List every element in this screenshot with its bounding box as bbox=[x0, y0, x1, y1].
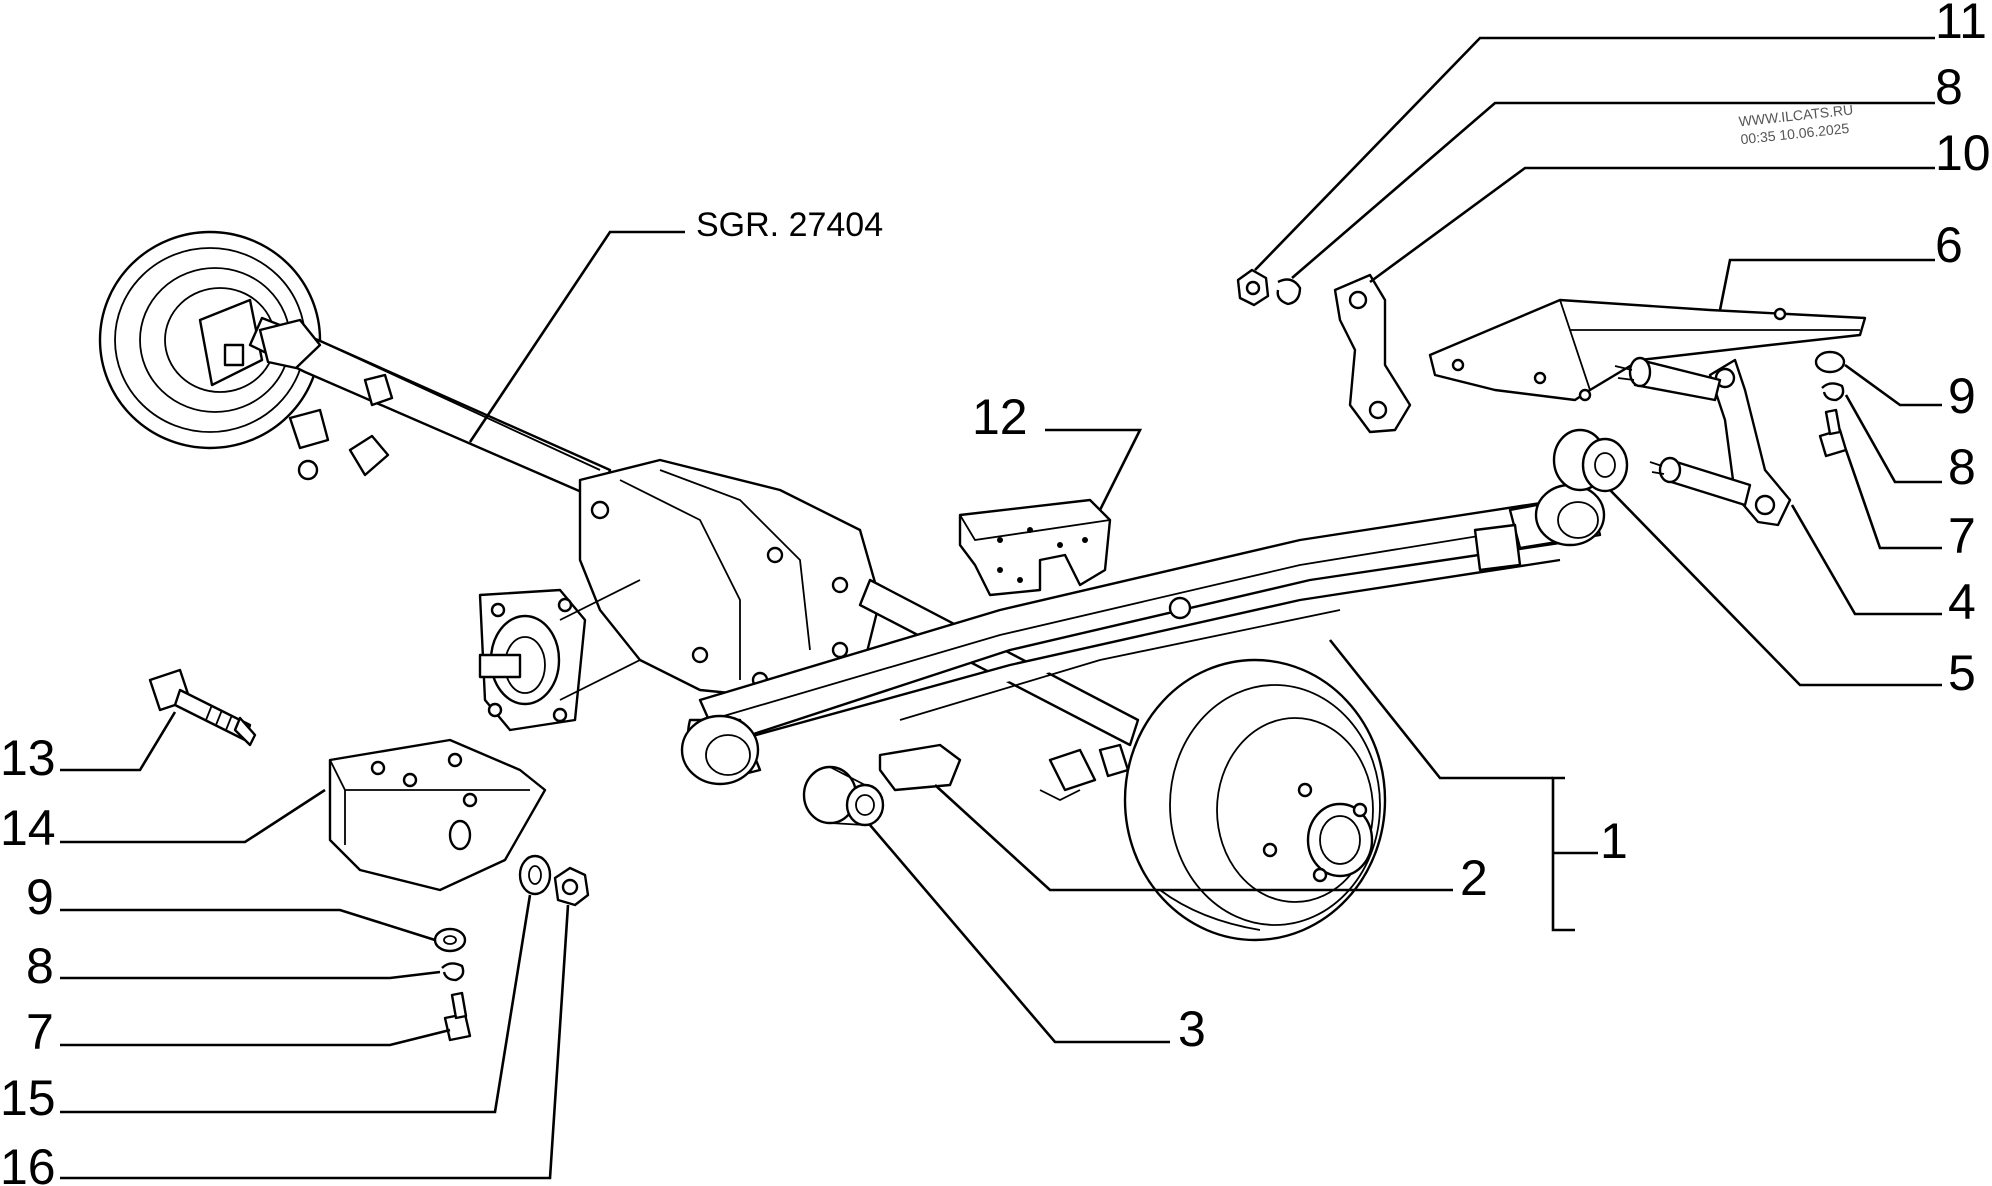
callout-8-left: 8 bbox=[26, 938, 54, 994]
leaf-spring bbox=[680, 483, 1606, 786]
spring-hanger-bracket bbox=[328, 738, 547, 892]
callout-3: 3 bbox=[1178, 1001, 1206, 1057]
reference-label: SGR. 27404 bbox=[696, 206, 883, 244]
shackle-bushing bbox=[1552, 428, 1629, 493]
leader-lines bbox=[60, 36, 1942, 1180]
callout-1: 1 bbox=[1600, 813, 1628, 869]
differential-housing bbox=[478, 458, 882, 732]
callout-9-left: 9 bbox=[26, 869, 54, 925]
callout-8-right: 8 bbox=[1948, 439, 1976, 495]
bump-stop bbox=[958, 498, 1112, 597]
callout-11: 11 bbox=[1935, 0, 1987, 49]
callout-7-left: 7 bbox=[26, 1004, 54, 1060]
callout-2: 2 bbox=[1460, 850, 1488, 906]
lock-washer-left bbox=[441, 962, 465, 982]
callout-8-top: 8 bbox=[1935, 59, 1963, 115]
hex-nut bbox=[553, 866, 590, 907]
spring-clamp-plate bbox=[878, 743, 962, 792]
watermark: WWW.ILCATS.RU 00:35 10.06.2025 bbox=[1738, 101, 1854, 147]
callout-9-right: 9 bbox=[1948, 368, 1976, 424]
callout-14: 14 bbox=[0, 800, 56, 856]
callout-16: 16 bbox=[0, 1139, 56, 1186]
callout-10: 10 bbox=[1935, 125, 1991, 181]
callout-12: 12 bbox=[972, 389, 1028, 445]
bolt bbox=[148, 668, 257, 747]
callout-5: 5 bbox=[1948, 645, 1976, 701]
washer-right bbox=[1814, 350, 1846, 374]
shackle-assembly bbox=[1614, 356, 1792, 527]
rear-axle-assembly bbox=[98, 230, 1387, 942]
washer-left bbox=[433, 927, 467, 953]
callout-13: 13 bbox=[0, 730, 56, 786]
callout-6: 6 bbox=[1935, 217, 1963, 273]
chassis-bracket bbox=[1428, 298, 1867, 402]
shackle-lock-washer bbox=[1276, 278, 1302, 306]
callout-4: 4 bbox=[1948, 574, 1976, 630]
lock-washer-right bbox=[1821, 382, 1845, 402]
shackle-plate bbox=[1333, 273, 1412, 434]
spring-eye-bushing bbox=[802, 765, 885, 827]
shackle-nut bbox=[1236, 268, 1270, 307]
callout-7-right: 7 bbox=[1948, 508, 1976, 564]
spring-washer bbox=[518, 854, 552, 896]
left-brake-drum bbox=[98, 230, 322, 450]
screw-right bbox=[1818, 408, 1848, 458]
screw-left bbox=[443, 991, 472, 1042]
washer-left-hole bbox=[443, 935, 457, 945]
right-brake-drum bbox=[1123, 658, 1387, 942]
callout-15: 15 bbox=[0, 1070, 56, 1126]
